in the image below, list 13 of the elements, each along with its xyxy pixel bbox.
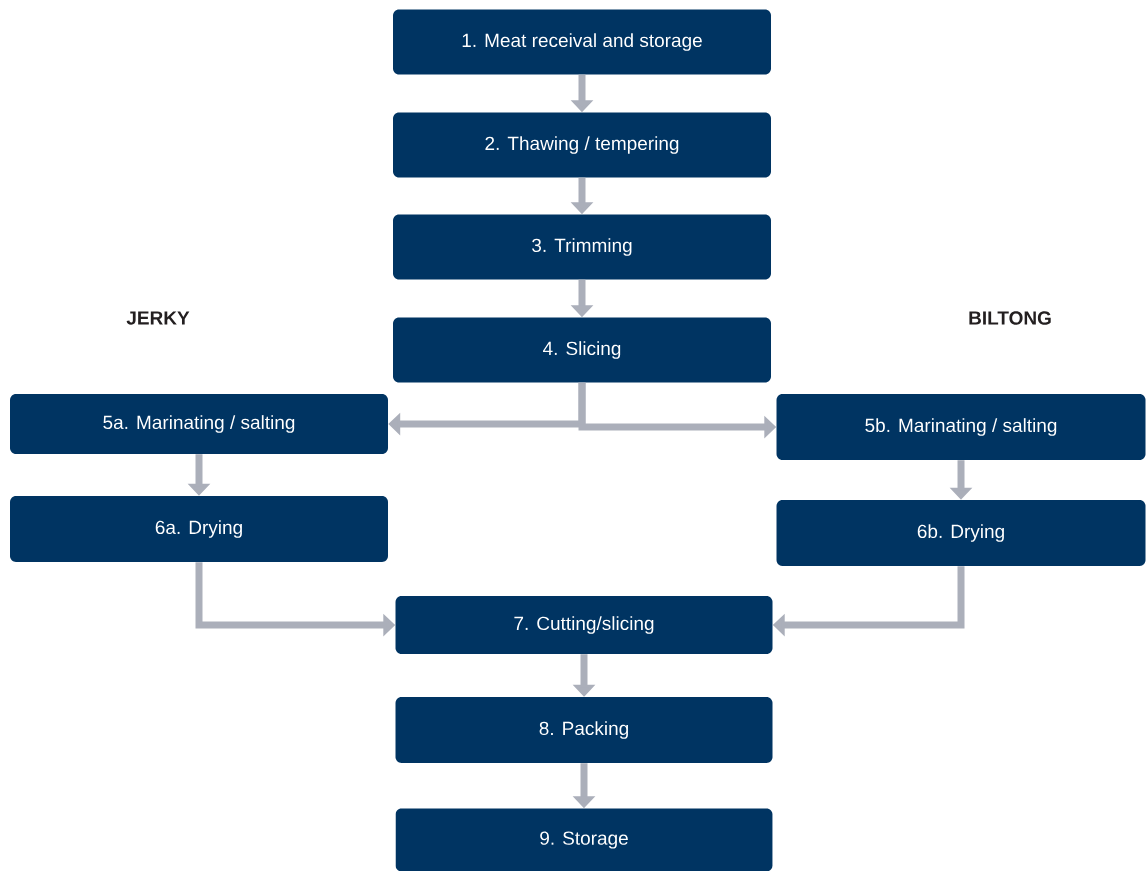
process-box: 8. Packing [395,697,773,763]
branch-label: JERKY [126,311,190,325]
process-box: 5a. Marinating / salting [10,394,388,454]
process-box: 4. Slicing [393,317,771,383]
process-box: 6a. Drying [10,496,388,562]
process-box: 6b. Drying [776,500,1146,566]
branch-label: BILTONG [969,311,1051,325]
process-box: 7. Cutting/slicing [395,596,773,654]
process-box: 9. Storage [395,808,773,871]
process-box: 1. Meat receival and storage [393,9,771,75]
process-box: 5b. Marinating / salting [776,394,1146,460]
process-box: 3. Trimming [393,214,771,280]
process-box: 2. Thawing / tempering [393,112,771,178]
